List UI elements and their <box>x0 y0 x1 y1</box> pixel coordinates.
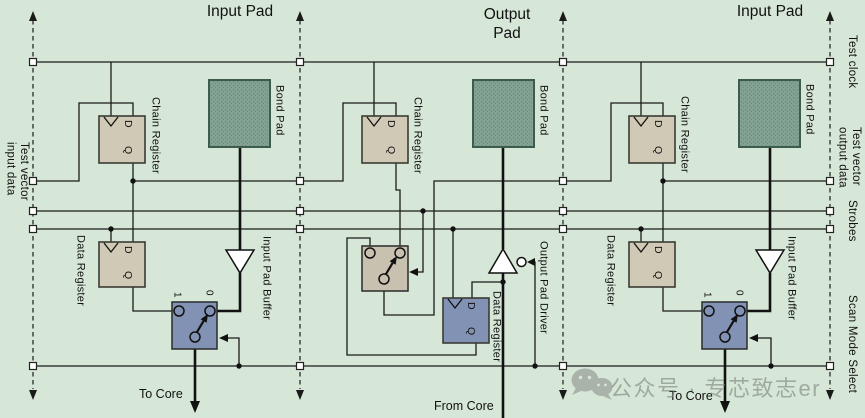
data-register-3 <box>628 241 676 288</box>
input-pad-buffer-label-1: Input Pad Buffer <box>260 236 273 321</box>
q-pin-data-1: Q <box>122 271 135 280</box>
d-pin-chain-3: D <box>652 120 665 128</box>
q-pin-chain-3: Q <box>652 146 665 155</box>
bond-pad-label-1: Bond Pad <box>273 85 286 136</box>
input-pad-buffer-3 <box>754 249 786 275</box>
scan-mode-select-label: Scan Mode Select <box>846 295 859 394</box>
mux1-input-0-label: 0 <box>203 290 215 296</box>
cell-title-input-pad-2: Input Pad <box>736 3 804 20</box>
test-vector-input-data-label: Test vector input data <box>4 142 30 201</box>
q-pin-data-2: Q <box>465 327 478 336</box>
mux1-input-1-label: 1 <box>171 292 183 298</box>
driver-enable-bubble <box>516 256 527 268</box>
d-pin-data-1: D <box>122 246 135 254</box>
bond-pad-1 <box>208 79 271 148</box>
chain-register-2 <box>361 115 409 164</box>
q-pin-chain-1: Q <box>122 146 135 155</box>
mux-switch-arms <box>196 262 735 333</box>
cell-title-output-pad: Output Pad <box>483 6 531 42</box>
chain-register-label-1: Chain Register <box>149 97 162 174</box>
data-register-label-1: Data Register <box>74 235 87 307</box>
test-bus-lines <box>33 61 830 367</box>
to-core-label-1: To Core <box>139 387 183 401</box>
boundary-crossing-squares <box>28 57 835 371</box>
bond-pad-3 <box>738 79 801 148</box>
strobes-label: Strobes <box>846 200 859 242</box>
to-core-label-3: To Core <box>669 389 713 403</box>
output-pad-driver-label: Output Pad Driver <box>537 241 550 335</box>
mux-3 <box>701 301 748 350</box>
data-register-label-2: Data Register <box>490 291 503 363</box>
data-register-2 <box>442 297 490 344</box>
chain-register-1 <box>98 115 146 164</box>
chain-register-3 <box>628 115 676 164</box>
boundary-arrowheads <box>29 11 834 400</box>
from-core-label: From Core <box>434 399 494 413</box>
cell-boundary-lines <box>32 20 831 389</box>
bond-pad-label-3: Bond Pad <box>803 84 816 135</box>
mux-1 <box>171 301 218 350</box>
d-pin-data-2: D <box>465 302 478 310</box>
scan-chain-wires <box>33 102 830 316</box>
wechat-icon <box>571 368 613 400</box>
bond-pad-2 <box>472 79 535 148</box>
buffers <box>224 247 786 275</box>
output-pad-driver-triangle <box>487 247 519 274</box>
bond-pads <box>208 79 801 148</box>
test-vector-output-data-label: Test vector output data <box>836 127 862 188</box>
d-pin-chain-2: D <box>385 120 398 128</box>
data-register-1 <box>98 241 146 288</box>
mux3-input-1-label: 1 <box>701 292 713 298</box>
cell-title-input-pad-1: Input Pad <box>206 3 274 20</box>
registers <box>98 115 676 344</box>
core-arrowheads <box>190 401 730 413</box>
chain-register-label-3: Chain Register <box>678 96 691 173</box>
data-register-wires <box>132 237 704 356</box>
pad-signal-wires <box>193 147 772 418</box>
select-arrowheads <box>219 258 758 342</box>
input-pad-buffer-1 <box>224 249 256 275</box>
input-pad-buffer-label-3: Input Pad Buffer <box>785 236 798 321</box>
data-register-label-3: Data Register <box>604 235 617 307</box>
q-pin-data-3: Q <box>652 271 665 280</box>
bond-pad-label-2: Bond Pad <box>537 85 550 136</box>
muxes <box>171 245 748 350</box>
watermark-text: 公众号 · 专芯致志er <box>610 376 822 401</box>
clock-wedges <box>103 116 649 310</box>
d-pin-chain-1: D <box>122 120 135 128</box>
d-pin-data-3: D <box>652 246 665 254</box>
chain-register-label-2: Chain Register <box>411 97 424 174</box>
test-clock-label: Test clock <box>846 35 859 89</box>
mux-terminals <box>173 247 746 343</box>
q-pin-chain-2: Q <box>385 146 398 155</box>
clock-strobe-wires <box>110 62 642 299</box>
junction-dots <box>108 178 774 369</box>
mux3-input-0-label: 0 <box>733 290 745 296</box>
mux-switch-arrowheads <box>200 256 738 323</box>
